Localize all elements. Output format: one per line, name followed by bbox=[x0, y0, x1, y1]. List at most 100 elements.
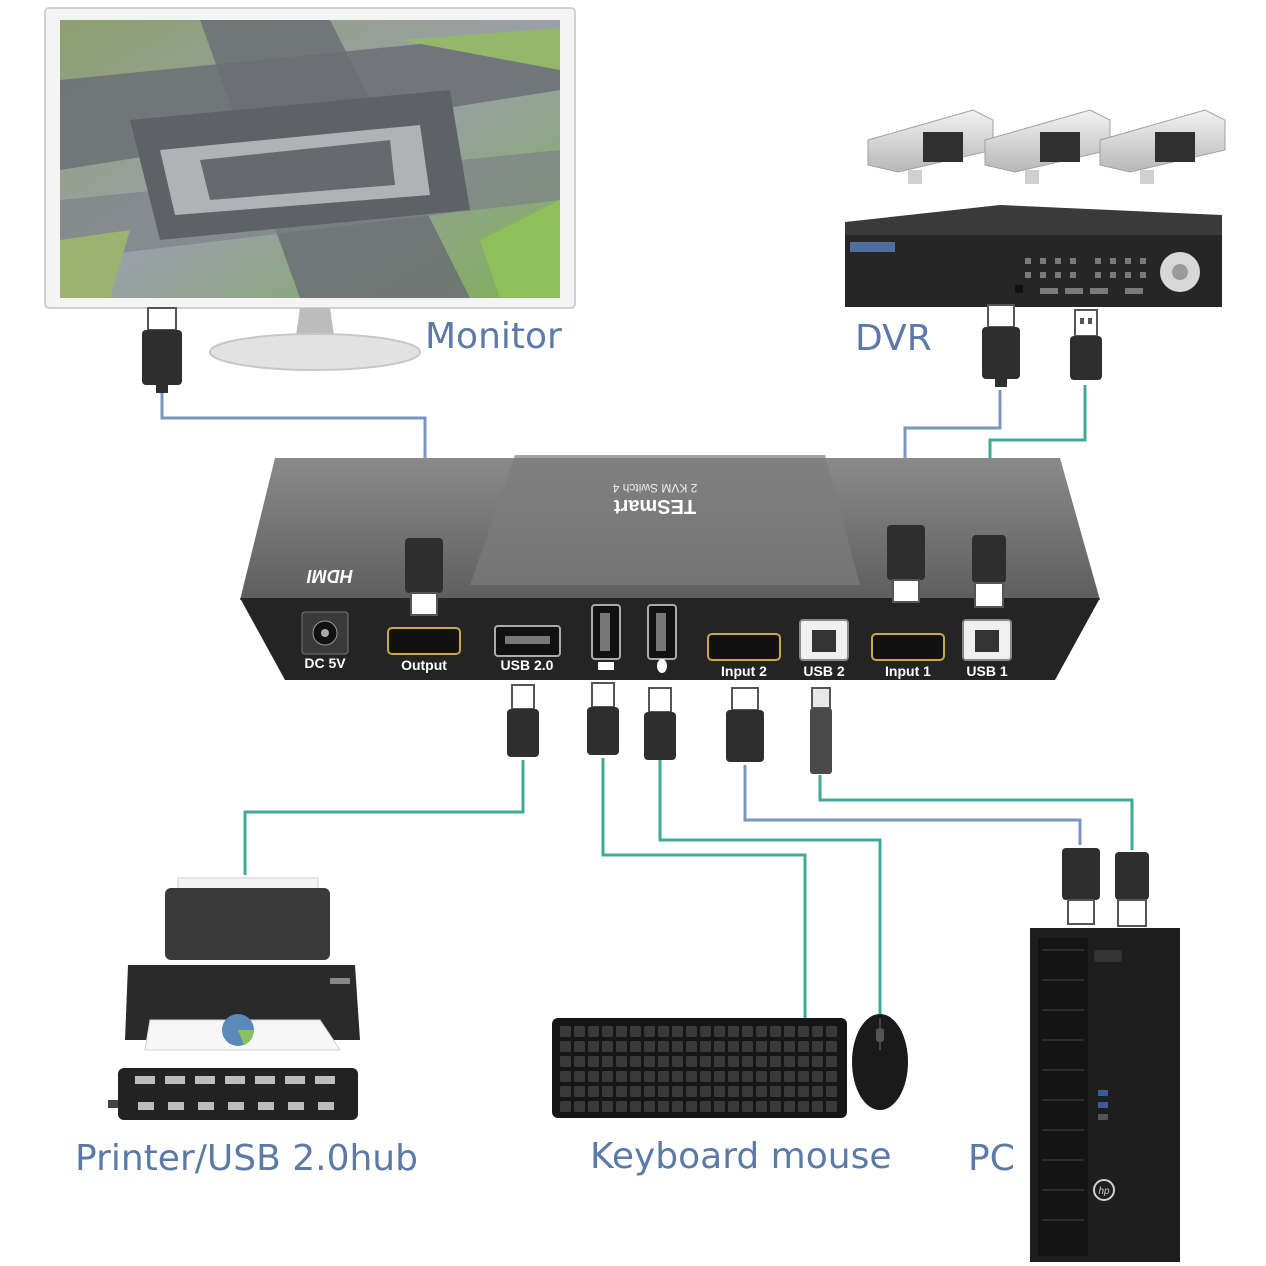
keyboard-key bbox=[826, 1026, 837, 1037]
keyboard-key bbox=[770, 1026, 781, 1037]
keyboard-key bbox=[798, 1056, 809, 1067]
mouse bbox=[852, 1014, 908, 1110]
keyboard-key bbox=[588, 1026, 599, 1037]
keyboard-key bbox=[658, 1071, 669, 1082]
keyboard-key bbox=[644, 1086, 655, 1097]
keyboard-key bbox=[700, 1026, 711, 1037]
keyboard-key bbox=[686, 1086, 697, 1097]
keyboard-icon bbox=[598, 662, 614, 670]
usb-plug-printer bbox=[507, 684, 539, 757]
usb-cable-printer bbox=[243, 760, 525, 875]
pc-hdmi-plug bbox=[1062, 848, 1100, 925]
keyboard-key bbox=[700, 1101, 711, 1112]
port-label-usb1: USB 1 bbox=[966, 663, 1007, 679]
hdmi-cable-pc-input2 bbox=[743, 765, 1082, 845]
keyboard-key bbox=[728, 1071, 739, 1082]
camera-icon bbox=[1099, 109, 1226, 184]
keyboard-key bbox=[574, 1041, 585, 1052]
port-label-output: Output bbox=[401, 657, 447, 673]
keyboard-key bbox=[672, 1026, 683, 1037]
keyboard-key bbox=[756, 1041, 767, 1052]
kvm-switch: TESmart 2 KVM Switch 4 HDMI DC 5V Output… bbox=[240, 455, 1100, 680]
usb-b-plug-usb2 bbox=[810, 687, 832, 774]
keyboard-key bbox=[812, 1071, 823, 1082]
keyboard-key bbox=[686, 1026, 697, 1037]
keyboard-key bbox=[826, 1071, 837, 1082]
hdmi-input1-port bbox=[871, 633, 945, 661]
keyboard-key bbox=[588, 1071, 599, 1082]
keyboard-key bbox=[658, 1026, 669, 1037]
port-label-input2: Input 2 bbox=[721, 663, 767, 679]
usb-plug-mouse bbox=[644, 687, 676, 760]
keyboard-key bbox=[798, 1101, 809, 1112]
keyboard-key bbox=[630, 1086, 641, 1097]
keyboard-key bbox=[658, 1041, 669, 1052]
keyboard-key bbox=[756, 1056, 767, 1067]
usb-cable-keyboard bbox=[601, 758, 807, 1020]
keyboard-key bbox=[798, 1071, 809, 1082]
keyboard-key bbox=[616, 1071, 627, 1082]
keyboard-key bbox=[602, 1101, 613, 1112]
brand-logo: TESmart bbox=[614, 495, 697, 517]
keyboard-key bbox=[756, 1101, 767, 1112]
keyboard-key bbox=[714, 1101, 725, 1112]
keyboard-key bbox=[588, 1101, 599, 1112]
keyboard-key bbox=[630, 1071, 641, 1082]
keyboard-key bbox=[630, 1056, 641, 1067]
keyboard-key bbox=[812, 1101, 823, 1112]
keyboard bbox=[552, 1018, 847, 1118]
output-hdmi-plug bbox=[405, 538, 443, 616]
keyboard-key bbox=[616, 1026, 627, 1037]
keyboard-key bbox=[588, 1041, 599, 1052]
usb-plug-keyboard bbox=[587, 682, 619, 755]
label-monitor: Monitor bbox=[425, 316, 562, 357]
keyboard-key bbox=[644, 1026, 655, 1037]
keyboard-key bbox=[770, 1086, 781, 1097]
model-text: 2 KVM Switch 4 bbox=[612, 481, 697, 495]
port-label-dc: DC 5V bbox=[304, 655, 346, 671]
keyboard-key bbox=[798, 1041, 809, 1052]
monitor-base bbox=[209, 333, 421, 371]
keyboard-key bbox=[574, 1101, 585, 1112]
dvr-top bbox=[845, 205, 1222, 238]
keyboard-key bbox=[686, 1101, 697, 1112]
keyboard-key bbox=[826, 1101, 837, 1112]
keyboard-key bbox=[826, 1041, 837, 1052]
keyboard-key bbox=[602, 1071, 613, 1082]
usb1-plug bbox=[972, 535, 1006, 608]
dvr-hdmi-plug bbox=[982, 304, 1020, 387]
keyboard-key bbox=[714, 1026, 725, 1037]
keyboard-key bbox=[672, 1041, 683, 1052]
keyboard-key bbox=[700, 1041, 711, 1052]
keyboard-key bbox=[770, 1101, 781, 1112]
label-pc: PC bbox=[968, 1138, 1015, 1179]
keyboard-key bbox=[742, 1101, 753, 1112]
dvr-front bbox=[845, 235, 1222, 307]
keyboard-key bbox=[630, 1041, 641, 1052]
keyboard-key bbox=[560, 1101, 571, 1112]
keyboard-key bbox=[616, 1041, 627, 1052]
keyboard-key bbox=[560, 1056, 571, 1067]
keyboard-key bbox=[784, 1101, 795, 1112]
keyboard-key bbox=[644, 1056, 655, 1067]
keyboard-key bbox=[602, 1056, 613, 1067]
keyboard-key bbox=[574, 1071, 585, 1082]
keyboard-key bbox=[672, 1056, 683, 1067]
keyboard-key bbox=[672, 1071, 683, 1082]
input1-hdmi-plug bbox=[887, 525, 925, 603]
hdmi-output-port bbox=[387, 627, 461, 655]
keyboard-key bbox=[574, 1056, 585, 1067]
label-printer-hub: Printer/USB 2.0hub bbox=[75, 1138, 418, 1179]
keyboard-key bbox=[686, 1056, 697, 1067]
port-label-usb2: USB 2 bbox=[803, 663, 844, 679]
keyboard-key bbox=[588, 1086, 599, 1097]
keyboard-key bbox=[728, 1026, 739, 1037]
label-dvr: DVR bbox=[855, 318, 932, 359]
keyboard-key bbox=[686, 1071, 697, 1082]
keyboard-key bbox=[644, 1041, 655, 1052]
keyboard-key bbox=[560, 1041, 571, 1052]
keyboard-key bbox=[742, 1041, 753, 1052]
keyboard-key bbox=[560, 1086, 571, 1097]
keyboard-key bbox=[784, 1086, 795, 1097]
